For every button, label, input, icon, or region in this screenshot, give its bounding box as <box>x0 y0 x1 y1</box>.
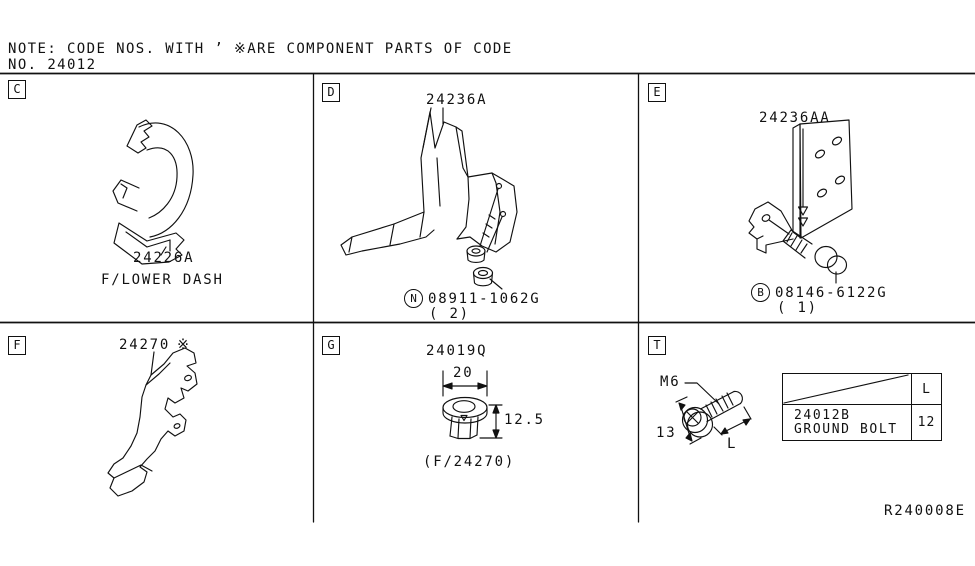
usage-caption-f24270: (F/24270) <box>423 454 516 470</box>
part-number-24236A: 24236A <box>426 92 488 108</box>
circled-n-prefix: N <box>404 289 423 308</box>
height-dimension: 12.5 <box>504 412 545 428</box>
hardware-qty-e: ( 1) <box>777 300 818 316</box>
panel-t-letter: T <box>648 336 666 355</box>
drawing-reference-code: R240008E <box>884 503 966 519</box>
bracket-e-drawing <box>748 119 853 284</box>
ground-bolt-drawing <box>675 374 909 445</box>
spec-table-length-header: L <box>911 374 941 404</box>
panel-d-letter: D <box>322 83 340 102</box>
component-mark: ※ <box>177 337 191 353</box>
hardware-number-08146-6122G: 08146-6122G <box>775 284 888 301</box>
ground-bolt-spec-table: L 24012B GROUND BOLT 12 <box>782 373 942 441</box>
thread-size-label: M6 <box>660 374 681 390</box>
hardware-qty-d: ( 2) <box>429 306 470 322</box>
panel-c-letter: C <box>8 80 26 99</box>
width-dimension: 20 <box>453 365 474 381</box>
note-line-1: NOTE: CODE NOS. WITH ’ ※ARE COMPONENT PA… <box>8 41 513 57</box>
hardware-number-08911-1062G: 08911-1062G <box>428 290 541 307</box>
spec-table-diagonal-cell <box>783 374 911 404</box>
part-callout-24270: 24270 ※ <box>119 337 191 353</box>
circled-b-prefix: B <box>751 283 770 302</box>
hardware-callout-nut: N 08911-1062G <box>404 289 541 308</box>
clamp-drawing <box>112 119 194 265</box>
spec-table-part-cell: 24012B GROUND BOLT <box>783 404 911 440</box>
note-line-2: NO. 24012 <box>8 57 97 73</box>
panel-g-letter: G <box>322 336 340 355</box>
panel-f-letter: F <box>8 336 26 355</box>
hardware-callout-bolt: B 08146-6122G <box>751 283 888 302</box>
ground-bolt-part-name: GROUND BOLT <box>794 421 898 437</box>
bracket-d-drawing <box>340 107 518 290</box>
table-diagonal-line <box>783 374 909 404</box>
panel-e-letter: E <box>648 83 666 102</box>
location-caption-lower-dash: F/LOWER DASH <box>101 272 224 288</box>
part-number-24270: 24270 <box>119 337 171 353</box>
bracket-f-drawing <box>107 347 198 497</box>
panel-grid <box>0 72 975 523</box>
spec-table-length-value: 12 <box>911 404 941 440</box>
length-dimension: L <box>727 436 738 452</box>
part-number-24226A: 24226A <box>133 250 195 266</box>
head-dimension: 13 <box>656 425 677 441</box>
grommet-drawing <box>442 370 503 440</box>
part-number-24236AA: 24236AA <box>759 110 831 126</box>
ground-bolt-part-number: 24012B <box>794 407 851 423</box>
part-number-24019Q: 24019Q <box>426 343 488 359</box>
